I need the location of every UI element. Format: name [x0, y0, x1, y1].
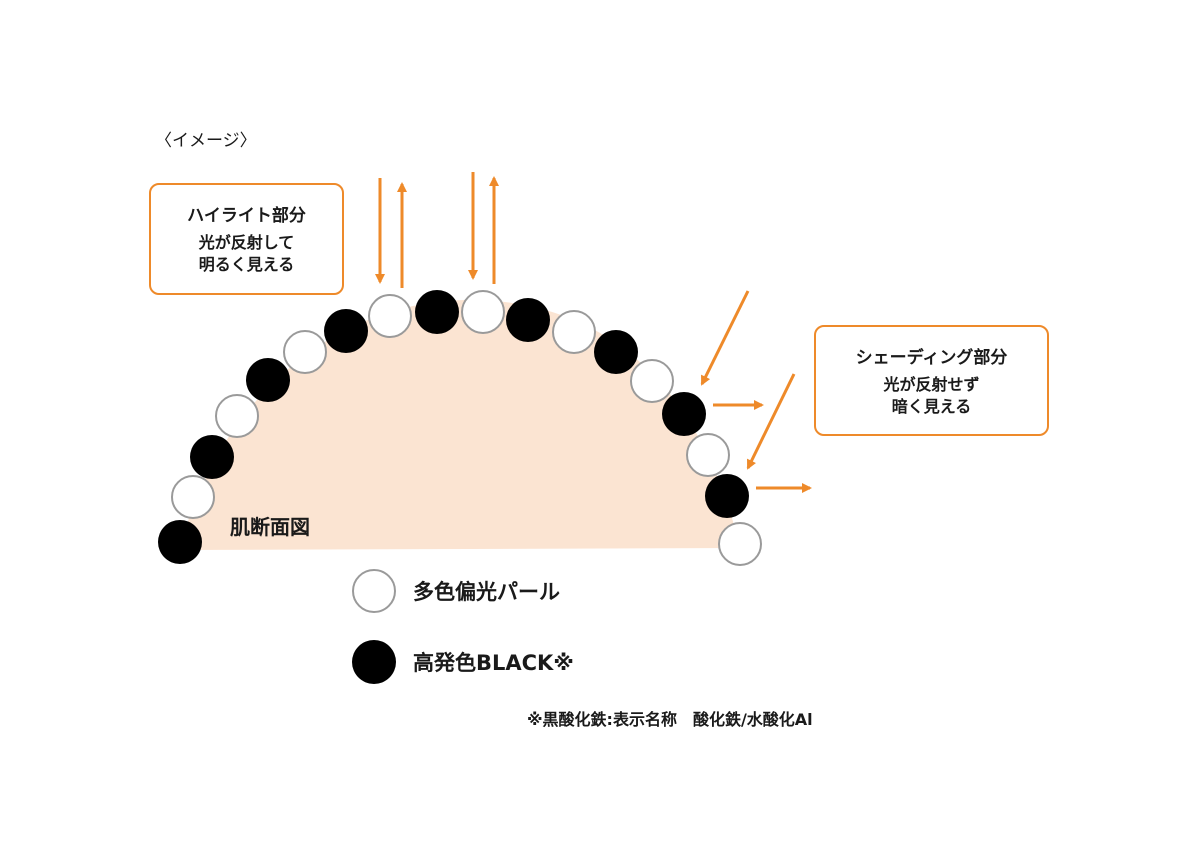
legend-white-particle-icon: [352, 569, 396, 613]
footnote: ※黒酸化鉄:表示名称 酸化鉄/水酸化Al: [527, 710, 813, 729]
black-particle: [705, 474, 749, 518]
highlight-line-2: 明るく見える: [198, 255, 295, 274]
incident-light-arrow: [746, 373, 796, 470]
highlight-callout: ハイライト部分 光が反射して 明るく見える: [149, 183, 344, 295]
legend-black-label: 高発色BLACK※: [413, 651, 574, 675]
shading-title: シェーディング部分: [855, 348, 1008, 368]
black-particle: [415, 290, 459, 334]
light-arrows: [375, 172, 812, 493]
pearl-particle: [171, 475, 215, 519]
legend-white-label: 多色偏光パール: [413, 580, 560, 604]
shading-line-1: 光が反射せず: [883, 375, 980, 394]
legend-black-particle-icon: [352, 640, 396, 684]
particle-layer: [158, 290, 762, 566]
pearl-particle: [283, 330, 327, 374]
highlight-line-1: 光が反射して: [198, 233, 295, 252]
black-particle: [158, 520, 202, 564]
shading-callout: シェーディング部分 光が反射せず 暗く見える: [814, 325, 1049, 436]
incident-light-arrow: [700, 290, 750, 386]
black-particle: [190, 435, 234, 479]
pearl-particle: [461, 290, 505, 334]
pearl-particle: [718, 522, 762, 566]
black-particle: [246, 358, 290, 402]
black-particle: [506, 298, 550, 342]
pearl-particle: [630, 359, 674, 403]
black-particle: [594, 330, 638, 374]
highlight-title: ハイライト部分: [187, 206, 306, 226]
pearl-particle: [552, 310, 596, 354]
pearl-particle: [368, 294, 412, 338]
shading-line-2: 暗く見える: [891, 397, 972, 416]
black-particle: [662, 392, 706, 436]
image-caption: 〈イメージ〉: [155, 131, 257, 151]
skin-cross-section-label: 肌断面図: [230, 515, 310, 539]
pearl-particle: [686, 433, 730, 477]
pearl-particle: [215, 394, 259, 438]
black-particle: [324, 309, 368, 353]
